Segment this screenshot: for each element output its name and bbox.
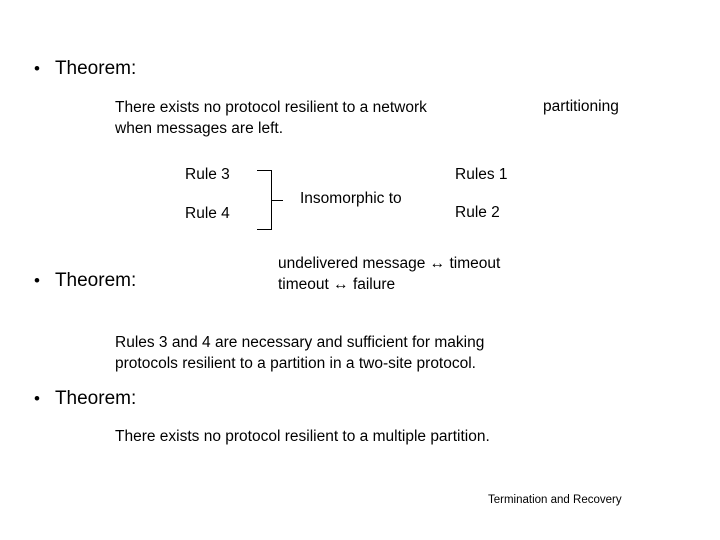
footer-text: Termination and Recovery bbox=[488, 494, 622, 506]
paragraph-1-line-1: There exists no protocol resilient to a … bbox=[115, 99, 427, 116]
paragraph-3-line-1: There exists no protocol resilient to a … bbox=[115, 428, 490, 445]
diagram-relation-label: Insomorphic to bbox=[300, 190, 402, 207]
paragraph-1-trailing-word: partitioning bbox=[543, 98, 619, 115]
mapping-line-2: timeout ↔ failure bbox=[278, 275, 396, 293]
paragraph-2: Rules 3 and 4 are necessary and sufficie… bbox=[115, 333, 635, 375]
paragraph-1: There exists no protocol resilient to a … bbox=[115, 98, 545, 140]
bullet-theorem-2: • Theorem: bbox=[34, 270, 136, 293]
paragraph-1-line-2: when messages are left. bbox=[115, 119, 284, 137]
bullet-theorem-3: • Theorem: bbox=[34, 388, 136, 411]
diagram-left-bottom-label: Rule 4 bbox=[185, 205, 230, 222]
bullet-theorem-1: • Theorem: bbox=[34, 58, 136, 81]
diagram-right-bottom-label: Rule 2 bbox=[455, 204, 500, 221]
bullet-label-2: Theorem: bbox=[54, 270, 137, 291]
paragraph-2-line-1: Rules 3 and 4 are necessary and sufficie… bbox=[115, 334, 485, 351]
brace-middle-tick-icon bbox=[271, 200, 283, 201]
brace-bottom-tick-icon bbox=[257, 229, 272, 230]
mapping-block: undelivered message ↔ timeout timeout ↔ … bbox=[278, 254, 500, 296]
brace-icon bbox=[257, 170, 284, 230]
mapping-line-1: undelivered message ↔ timeout bbox=[278, 255, 501, 272]
diagram-right-top-label: Rules 1 bbox=[455, 166, 508, 183]
bullet-marker-icon: • bbox=[34, 389, 40, 408]
brace-top-tick-icon bbox=[257, 170, 272, 171]
bullet-label-1: Theorem: bbox=[54, 58, 137, 79]
paragraph-3: There exists no protocol resilient to a … bbox=[115, 427, 635, 448]
bullet-marker-icon: • bbox=[34, 59, 40, 78]
bullet-marker-icon: • bbox=[34, 271, 40, 290]
bullet-label-3: Theorem: bbox=[54, 388, 137, 409]
paragraph-2-line-2: protocols resilient to a partition in a … bbox=[115, 354, 476, 372]
diagram-left-top-label: Rule 3 bbox=[185, 166, 230, 183]
